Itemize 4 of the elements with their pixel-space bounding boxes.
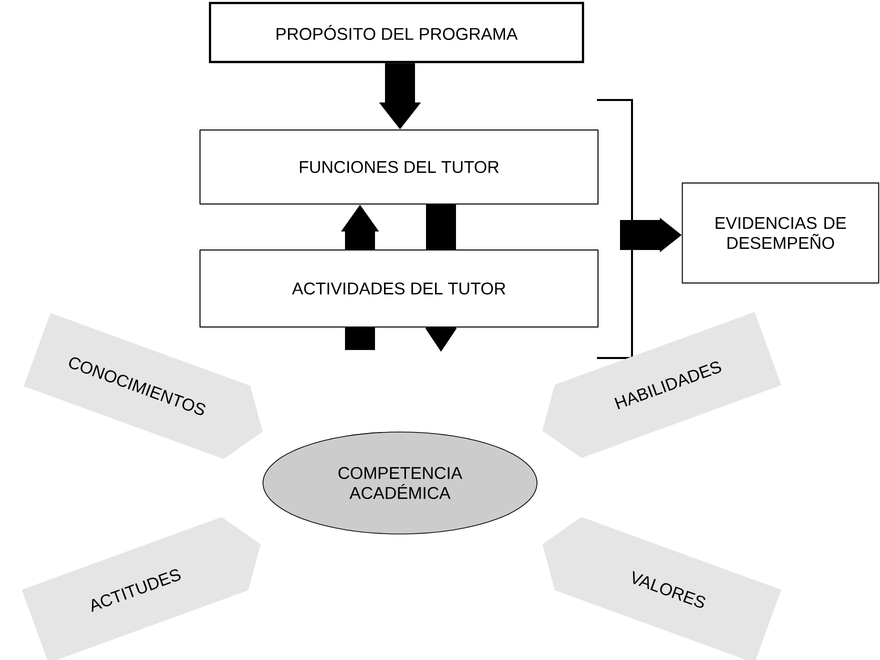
process-box: ACTIVIDADES DEL TUTOR [200,250,598,328]
process-box: FUNCIONES DEL TUTOR [200,130,598,204]
title-box: PROPÓSITO DEL PROGRAMA [208,2,584,64]
outcome-box: EVIDENCIAS DE DESEMPEÑO [682,182,880,284]
